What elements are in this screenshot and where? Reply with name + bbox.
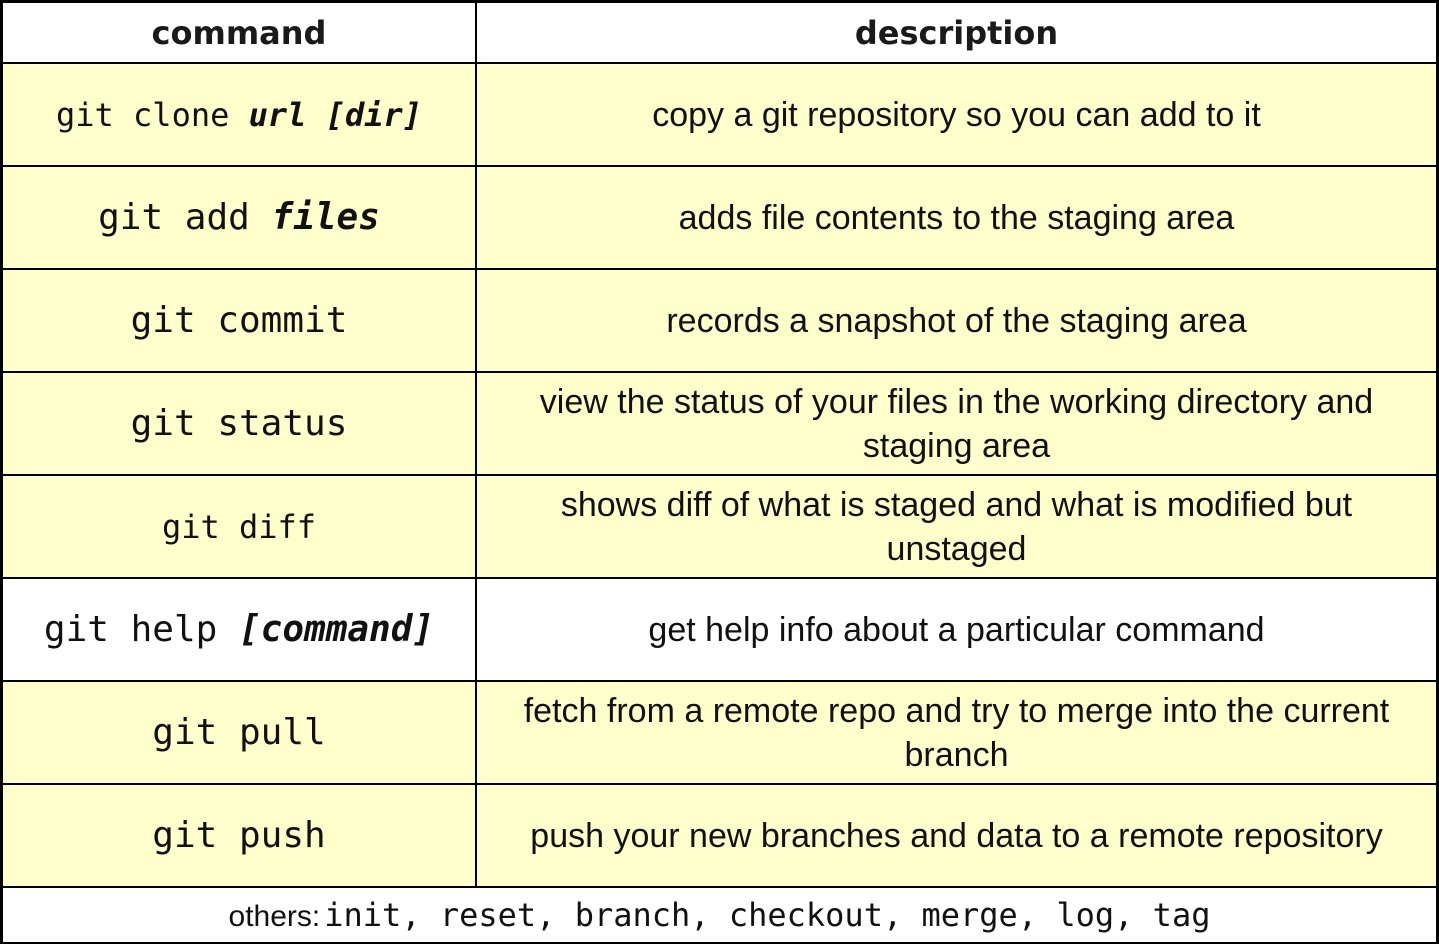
command-cell: git add files [3, 165, 477, 270]
description-cell: view the status of your files in the wor… [475, 371, 1436, 476]
description-cell: fetch from a remote repo and try to merg… [475, 680, 1436, 785]
command-name: git commit [130, 300, 348, 341]
command-name: git add files [98, 197, 380, 238]
header-command: command [3, 3, 477, 64]
others-cell: others: init, reset, branch, checkout, m… [3, 886, 1436, 942]
command-cell: git clone url [dir] [3, 62, 477, 167]
table-row: git help [command] get help info about a… [3, 577, 1436, 682]
command-name: git status [130, 403, 348, 444]
command-text: git clone [55, 95, 230, 134]
description-cell: adds file contents to the staging area [475, 165, 1436, 270]
command-argument: [command] [239, 609, 435, 650]
header-description: description [475, 3, 1436, 64]
description-cell: records a snapshot of the staging area [475, 268, 1436, 373]
others-command-list: init, reset, branch, checkout, merge, lo… [324, 896, 1211, 934]
command-name: git clone url [dir] [56, 96, 422, 134]
description-cell: shows diff of what is staged and what is… [475, 474, 1436, 579]
table-header-row: command description [3, 3, 1436, 64]
table-row: git push push your new branches and data… [3, 783, 1436, 888]
table-row: git status view the status of your files… [3, 371, 1436, 476]
command-name: git help [command] [44, 609, 434, 650]
table-row: git diff shows diff of what is staged an… [3, 474, 1436, 579]
description-cell: get help info about a particular command [475, 577, 1436, 682]
command-argument: files [271, 197, 380, 238]
git-command-table: command description git clone url [dir] … [3, 3, 1436, 942]
others-row: others: init, reset, branch, checkout, m… [3, 886, 1436, 942]
table-row: git add files adds file contents to the … [3, 165, 1436, 270]
command-text: git help [43, 609, 218, 650]
command-cell: git pull [3, 680, 477, 785]
command-name: git pull [152, 712, 326, 753]
command-cell: git status [3, 371, 477, 476]
command-cell: git commit [3, 268, 477, 373]
command-argument: url [dir] [248, 95, 423, 134]
others-label: others: [228, 900, 321, 933]
table-row: git commit records a snapshot of the sta… [3, 268, 1436, 373]
table-row: git clone url [dir] copy a git repositor… [3, 62, 1436, 167]
command-cell: git help [command] [3, 577, 477, 682]
description-cell: push your new branches and data to a rem… [475, 783, 1436, 888]
command-text: git add [98, 197, 250, 238]
table-row: git pull fetch from a remote repo and tr… [3, 680, 1436, 785]
command-name: git diff [161, 507, 317, 546]
description-cell: copy a git repository so you can add to … [475, 62, 1436, 167]
command-cell: git diff [3, 474, 477, 579]
command-name: git push [152, 815, 326, 856]
command-cell: git push [3, 783, 477, 888]
